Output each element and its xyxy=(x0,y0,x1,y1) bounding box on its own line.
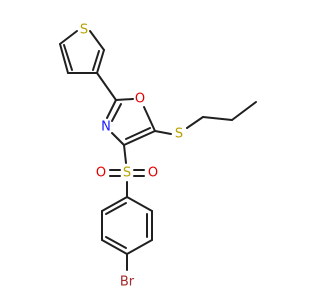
atom-bromine: Br xyxy=(120,275,135,290)
atom-label: S xyxy=(175,127,183,142)
bond xyxy=(126,239,153,255)
bonds xyxy=(59,30,257,271)
bond xyxy=(101,196,128,212)
bond xyxy=(111,103,122,122)
bond xyxy=(154,130,172,135)
bond xyxy=(143,106,156,132)
atom-sulfonyl-oxygen-right: O xyxy=(148,166,158,181)
atom-sulfonyl-oxygen-left: O xyxy=(96,166,106,181)
bond xyxy=(105,202,127,215)
bond xyxy=(126,196,153,212)
bond xyxy=(123,144,127,164)
atom-sulfonyl-sulfur: S xyxy=(123,166,131,181)
atom-thioether-sulfur: S xyxy=(175,127,183,142)
bond xyxy=(105,236,127,249)
bond xyxy=(125,127,151,140)
bond xyxy=(202,116,233,121)
bond xyxy=(89,30,105,51)
atom-label: N xyxy=(101,120,111,135)
atom-label: S xyxy=(80,23,88,38)
molecule-canvas: S O N S S O O Br xyxy=(59,23,257,290)
bond xyxy=(231,101,257,121)
atom-thiophene-sulfur: S xyxy=(80,23,88,38)
bond xyxy=(92,50,100,71)
atom-label: O xyxy=(135,92,145,107)
atom-label: O xyxy=(96,166,106,181)
atom-oxazole-oxygen: O xyxy=(135,92,145,107)
bond xyxy=(106,99,117,119)
atom-oxazole-nitrogen: N xyxy=(101,120,111,135)
bond xyxy=(63,44,73,71)
bond xyxy=(59,30,78,45)
bond xyxy=(123,130,156,146)
molecule-structure: S O N S S O O Br xyxy=(59,23,257,290)
bond xyxy=(111,132,125,146)
bond xyxy=(96,72,117,101)
bond xyxy=(96,49,105,74)
bond xyxy=(115,98,134,101)
bond xyxy=(101,239,128,255)
bond xyxy=(59,43,69,74)
atom-label: O xyxy=(148,166,158,181)
bond xyxy=(186,116,204,129)
atom-label: S xyxy=(123,166,131,181)
atom-labels: S O N S S O O Br xyxy=(80,23,183,290)
atom-label: Br xyxy=(120,275,135,290)
